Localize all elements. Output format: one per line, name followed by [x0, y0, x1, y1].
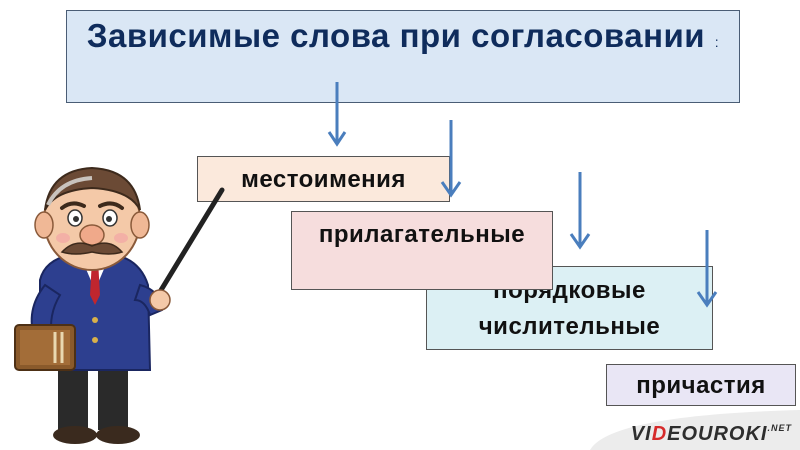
title-box: Зависимые слова при согласовании : — [66, 10, 740, 103]
box-adjectives-label: прилагательные — [319, 221, 525, 248]
box-pronouns: местоимения — [197, 156, 450, 202]
title-colon: : — [715, 34, 719, 50]
box-adjectives: прилагательные — [291, 211, 553, 290]
teacher-illustration — [0, 160, 230, 450]
page-title: Зависимые слова при согласовании — [87, 17, 705, 54]
arrow-2 — [440, 120, 462, 200]
box-participles: причастия — [606, 364, 796, 406]
arrow-1 — [327, 82, 347, 152]
box-participles-label: причастия — [636, 372, 766, 399]
arrow-3 — [569, 172, 591, 252]
box-pronouns-label: местоимения — [241, 166, 406, 193]
videouroki-logo: VIDEOUROKI.NET — [631, 423, 792, 446]
arrow-4 — [696, 230, 718, 310]
